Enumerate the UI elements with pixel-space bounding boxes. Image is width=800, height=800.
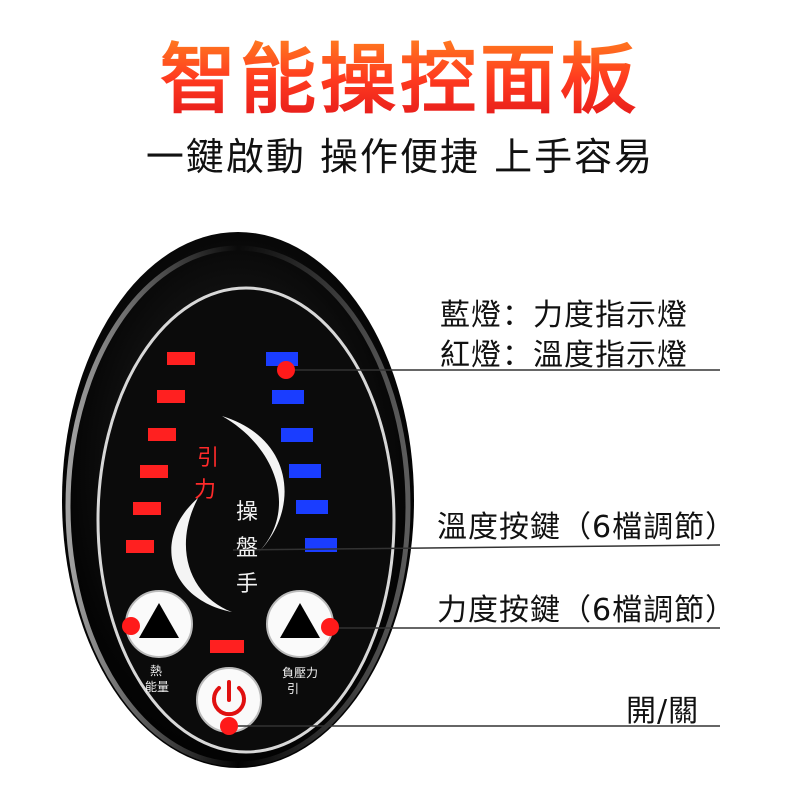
marker-dot	[220, 717, 238, 735]
brand-char-2: 力	[194, 478, 217, 503]
power-icon	[212, 680, 246, 717]
blue-led	[296, 500, 328, 514]
power-button[interactable]	[196, 667, 262, 733]
blue-led	[281, 428, 313, 442]
page-subtitle: 一鍵啟動 操作便捷 上手容易	[145, 135, 655, 179]
marker-dot	[321, 618, 339, 636]
red-light-label: 紅燈：溫度指示燈	[440, 338, 688, 373]
left-button-label-1: 熱	[150, 664, 163, 678]
red-led	[133, 502, 161, 515]
right-button-label-2: 引	[287, 682, 300, 696]
up-triangle-icon	[280, 603, 320, 638]
left-button-label-2: 能量	[145, 680, 170, 694]
force-button-label: 力度按鍵（6檔調節）	[437, 593, 737, 628]
page-title: 智能操控面板	[0, 18, 800, 128]
blue-light-label: 藍燈：力度指示燈	[440, 298, 688, 333]
panel-name-char-2: 盤	[236, 536, 259, 561]
red-led	[148, 428, 176, 441]
leader-line-temp	[232, 544, 721, 551]
blue-led	[272, 390, 304, 404]
swirl-logo-lower	[171, 498, 232, 612]
brand-char-1: 引	[197, 446, 220, 471]
right-button-label-1: 負壓力	[282, 666, 319, 680]
red-led-column	[126, 352, 195, 553]
panel-rim-highlight	[65, 245, 411, 767]
power-led	[210, 640, 244, 653]
swirl-logo	[222, 416, 285, 560]
up-triangle-icon	[139, 603, 179, 638]
temp-button-label: 溫度按鍵（6檔調節）	[437, 510, 737, 545]
power-label: 開/關	[626, 694, 700, 729]
marker-dot	[122, 617, 140, 635]
red-led	[157, 390, 185, 403]
callout-lines	[229, 369, 721, 727]
blue-led	[289, 464, 321, 478]
panel-name-char-1: 操	[236, 500, 259, 525]
red-led	[140, 465, 168, 478]
red-led	[126, 540, 154, 553]
marker-dot	[277, 361, 295, 379]
red-led	[167, 352, 195, 365]
panel-name-char-3: 手	[236, 572, 259, 597]
